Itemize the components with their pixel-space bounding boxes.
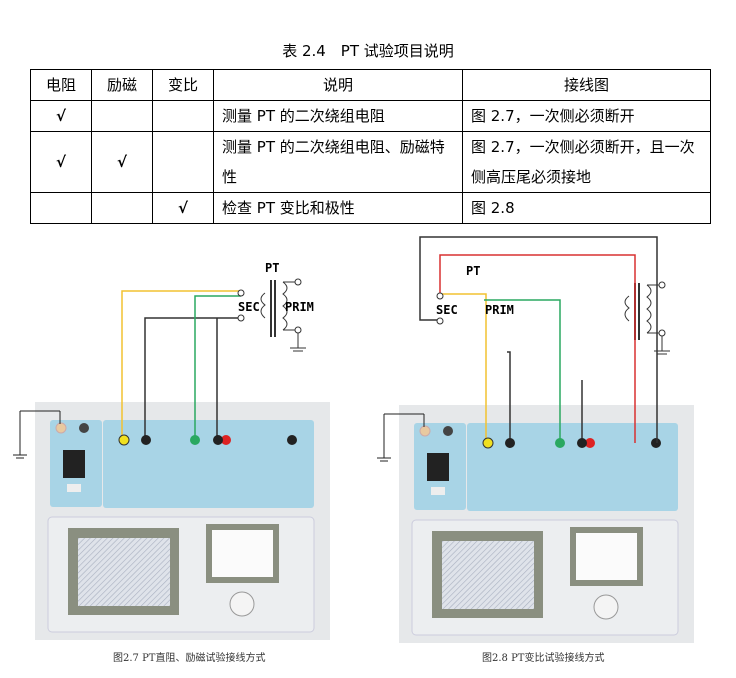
yellow-wire: [440, 293, 487, 443]
pt-test-table: 电阻 励磁 变比 说明 接线图 √ 测量 PT 的二次绕组电阻 图 2.7，一次…: [30, 69, 711, 224]
figure-caption: 图2.8 PT变比试验接线方式: [482, 653, 605, 664]
cell-check: [91, 100, 153, 132]
table-row: √ √ 测量 PT 的二次绕组电阻、励磁特性 图 2.7，一次侧必须断开，且一次…: [30, 131, 711, 193]
cell-check: √: [152, 192, 214, 224]
black-wire: [144, 317, 241, 440]
cell-diagram: 图 2.8: [462, 192, 711, 224]
table-header-row: 电阻 励磁 变比 说明 接线图: [30, 69, 711, 101]
header-resistance: 电阻: [30, 69, 92, 101]
cell-diagram: 图 2.7，一次侧必须断开，且一次侧高压尾必须接地: [462, 131, 711, 193]
header-desc: 说明: [213, 69, 463, 101]
black-wire: [507, 351, 511, 443]
red-wire: [439, 254, 636, 443]
pt-label: PT: [265, 261, 279, 275]
cell-desc: 检查 PT 变比和极性: [213, 192, 463, 224]
figure-caption: 图2.7 PT直阻、励磁试验接线方式: [113, 653, 266, 664]
cell-diagram: 图 2.7，一次侧必须断开: [462, 100, 711, 132]
sec-label: SEC: [238, 300, 260, 314]
cell-check: √: [91, 131, 153, 193]
figure-2-7: PT SEC PRIM: [12, 261, 331, 641]
header-ratio: 变比: [152, 69, 214, 101]
header-excitation: 励磁: [91, 69, 153, 101]
cell-check: [91, 192, 153, 224]
green-wire: [194, 295, 241, 440]
cell-check: [30, 192, 92, 224]
prim-label: PRIM: [485, 303, 514, 317]
table-row: √ 测量 PT 的二次绕组电阻 图 2.7，一次侧必须断开: [30, 100, 711, 132]
cell-check: [152, 131, 214, 193]
table-title: 表 2.4 PT 试验项目说明: [282, 42, 454, 60]
sec-label: SEC: [436, 303, 458, 317]
table-row: √ 检查 PT 变比和极性 图 2.8: [30, 192, 711, 224]
green-wire: [484, 299, 561, 443]
prim-label: PRIM: [285, 300, 314, 314]
pt-label: PT: [466, 264, 480, 278]
cell-check: √: [30, 131, 92, 193]
yellow-wire: [121, 290, 241, 440]
cell-desc: 测量 PT 的二次绕组电阻、励磁特性: [213, 131, 463, 193]
black-wire: [419, 236, 658, 443]
figure-2-8: PT SEC PRIM: [376, 236, 695, 644]
